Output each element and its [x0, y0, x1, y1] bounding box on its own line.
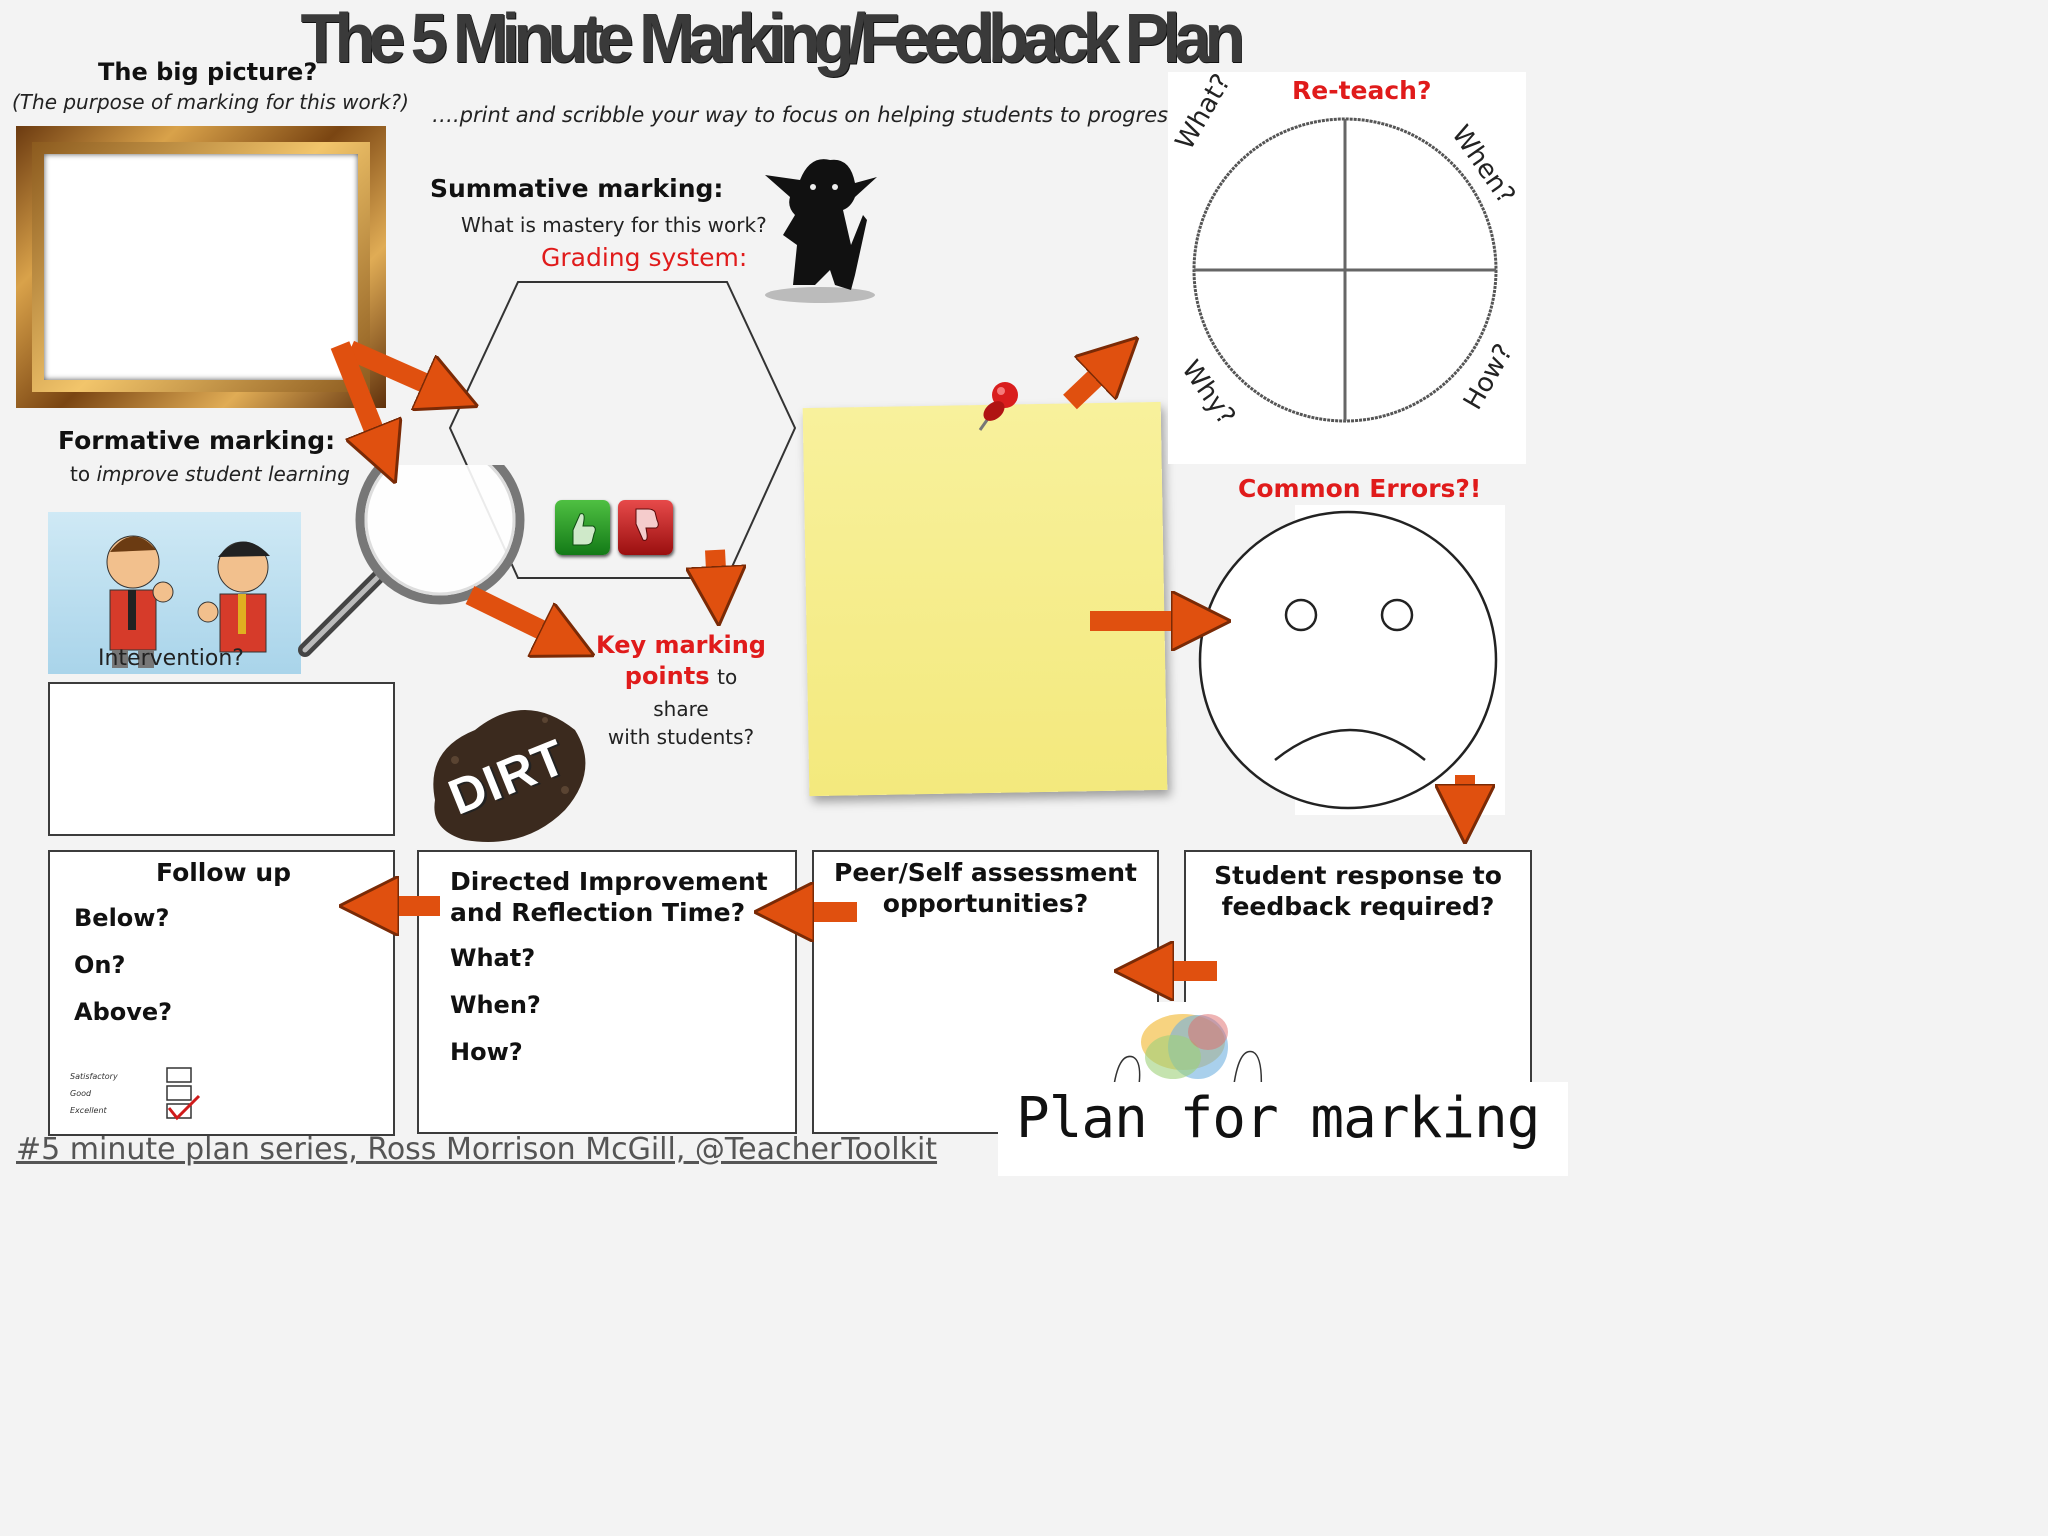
red-pushpin-icon — [978, 382, 1018, 431]
formative-italic: improve student learning — [96, 462, 350, 486]
thumbs-up-button[interactable] — [555, 500, 610, 555]
key-points-red: points — [624, 662, 710, 690]
reteach-heading: Re-teach? — [1292, 76, 1432, 105]
plan-label: Plan for marking — [1016, 1086, 1540, 1151]
intervention-image: Intervention? — [48, 512, 301, 674]
student-response-line1: Student response to — [1214, 861, 1502, 890]
student-response-line2: feedback required? — [1221, 892, 1495, 921]
dirt-logo: DIRT — [415, 690, 595, 850]
yoda-silhouette-icon — [765, 159, 877, 303]
footer-credit[interactable]: #5 minute plan series, Ross Morrison McG… — [16, 1132, 938, 1167]
common-errors-heading: Common Errors?! — [1238, 474, 1482, 503]
plan-label-box: Plan for marking — [998, 1082, 1568, 1176]
key-marking-red: Key marking — [596, 631, 766, 659]
intervention-label: Intervention? — [98, 646, 244, 671]
big-picture-subheading: (The purpose of marking for this work?) — [12, 90, 409, 114]
formative-line: to improve student learning — [70, 462, 350, 486]
follow-up-box[interactable]: Follow up Below? On? Above? Satisfactory… — [48, 850, 395, 1136]
discussion-doodle-icon — [1103, 1002, 1269, 1092]
dirt-what: What? — [450, 944, 536, 972]
dirt-box[interactable]: Directed Improvement and Reflection Time… — [417, 850, 797, 1134]
follow-up-on: On? — [74, 951, 126, 979]
intervention-notes-box[interactable] — [48, 682, 395, 836]
key-marking-points: Key marking points to share with student… — [596, 630, 766, 749]
checklist-excellent: Excellent — [70, 1106, 107, 1115]
dirt-heading-line2: and Reflection Time? — [450, 898, 746, 927]
thumbs-down-button[interactable] — [618, 500, 673, 555]
thumbs-people-icon — [106, 535, 270, 668]
page-title: The 5 Minute Marking/Feedback Plan — [300, 0, 1246, 77]
follow-up-above: Above? — [74, 998, 173, 1026]
dirt-heading-line1: Directed Improvement — [450, 867, 768, 896]
key-points-line3: with students? — [607, 725, 755, 749]
dirt-heading: Directed Improvement and Reflection Time… — [450, 866, 768, 928]
arrow-to-reteach — [1063, 362, 1112, 410]
picture-frame — [16, 126, 386, 408]
big-picture-heading: The big picture? — [98, 58, 318, 86]
follow-up-heading: Follow up — [156, 858, 292, 887]
formative-heading: Formative marking: — [58, 426, 336, 455]
checklist-good: Good — [70, 1089, 92, 1098]
sad-face-icon — [1198, 505, 1505, 815]
dirt-when: When? — [450, 991, 541, 1019]
checklist-boxes-icon — [166, 1067, 201, 1121]
summative-heading: Summative marking: — [430, 174, 724, 203]
checklist-satisfactory: Satisfactory — [70, 1072, 118, 1081]
peer-heading-line2: opportunities? — [882, 889, 1089, 918]
reteach-panel — [1168, 72, 1526, 464]
checklist-labels: Satisfactory Good Excellent — [70, 1068, 118, 1119]
peer-heading-line1: Peer/Self assessment — [834, 858, 1137, 887]
magnifying-glass-icon — [298, 465, 525, 657]
student-response-heading: Student response to feedback required? — [1186, 860, 1530, 922]
frame-canvas[interactable] — [44, 154, 358, 380]
sticky-note[interactable] — [802, 401, 1168, 797]
key-points-rest: to share — [653, 665, 738, 721]
formative-prefix: to — [70, 462, 91, 486]
grading-system-label: Grading system: — [541, 243, 748, 272]
dirt-how: How? — [450, 1038, 523, 1066]
subtitle: ….print and scribble your way to focus o… — [432, 103, 1188, 127]
follow-up-below: Below? — [74, 904, 170, 932]
mastery-question: What is mastery for this work? — [461, 213, 767, 237]
peer-heading: Peer/Self assessment opportunities? — [814, 857, 1157, 919]
reteach-circle — [1192, 117, 1498, 423]
